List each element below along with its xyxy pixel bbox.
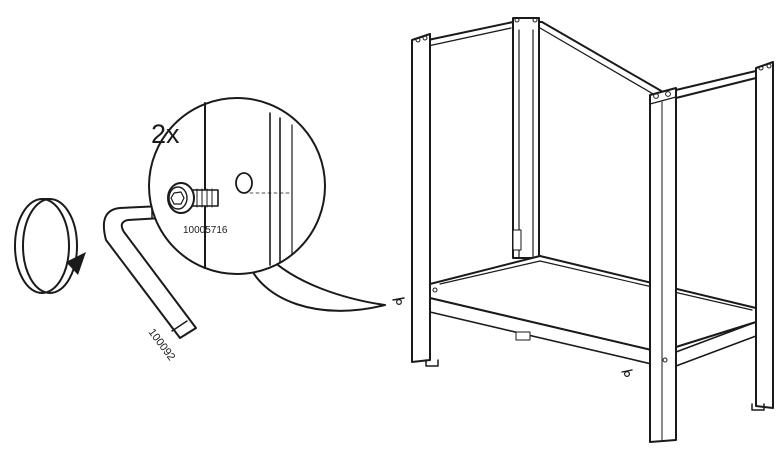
hex-socket-screw-icon (167, 182, 219, 214)
quantity-label: 2x (151, 119, 180, 149)
screw-hole-left (392, 287, 438, 306)
frame-assembly (392, 17, 774, 443)
hex-key-icon (102, 205, 197, 339)
screw-hole-right (621, 369, 633, 378)
detail-callout (148, 97, 386, 312)
clockwise-rotation-arrow-icon (14, 198, 86, 294)
hex-key-part-number: 100092 (146, 327, 178, 364)
screw-part-number: 10005716 (183, 225, 228, 236)
